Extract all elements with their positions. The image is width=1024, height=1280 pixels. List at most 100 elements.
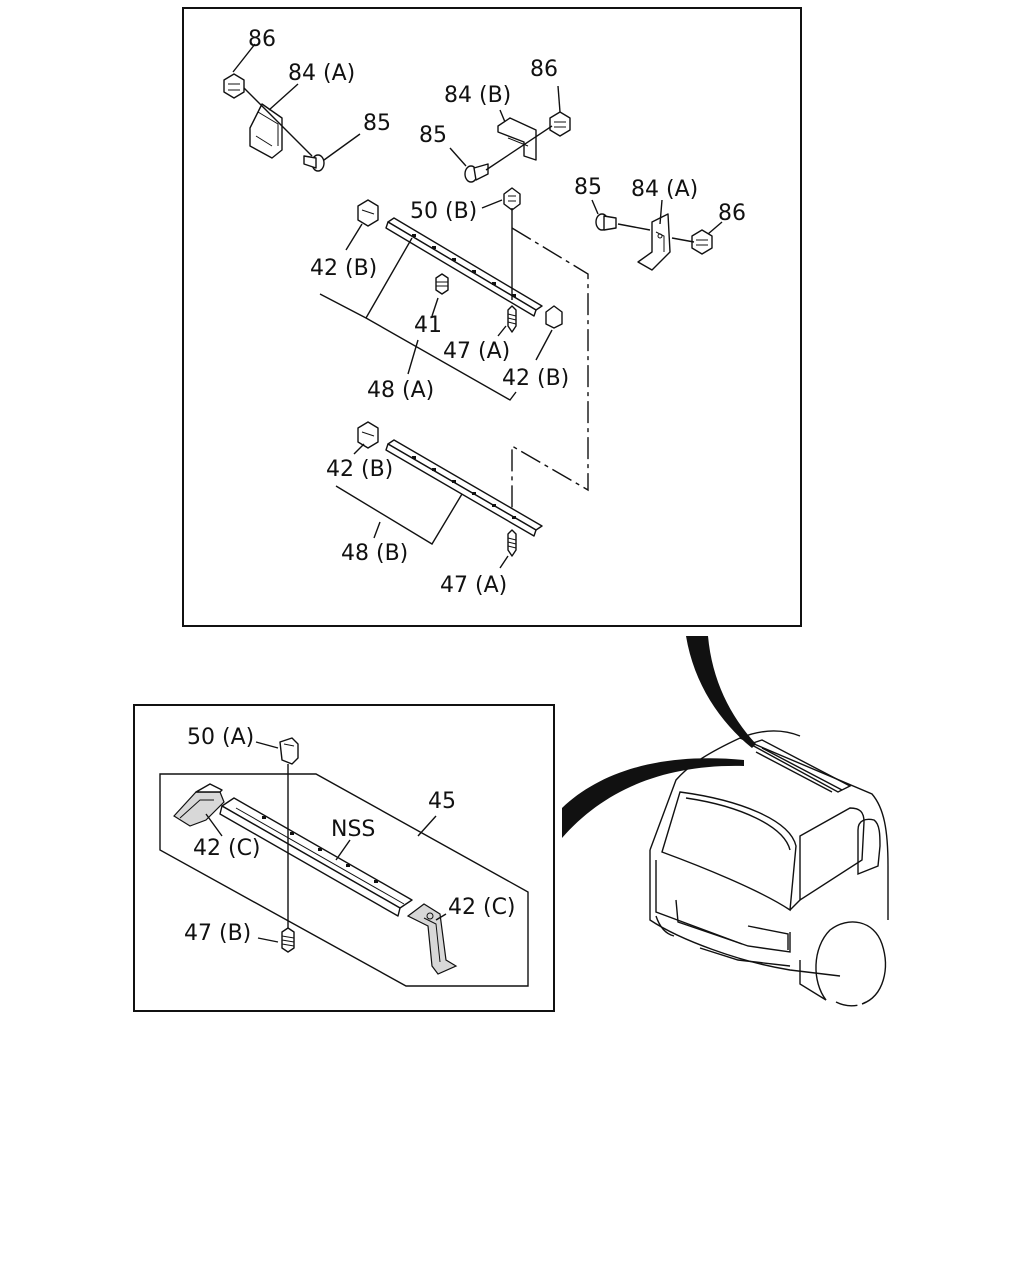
bottom-panel-frame xyxy=(133,704,555,1012)
leader-85-a xyxy=(323,133,361,161)
label-84a-b: 84 (A) xyxy=(631,177,698,202)
rail-48a xyxy=(385,217,543,317)
bracket-84a-right xyxy=(637,213,671,271)
screw-85-top-center xyxy=(464,163,489,183)
pointer-arrow-top xyxy=(686,636,756,748)
leader-84b xyxy=(499,109,506,123)
leader-42c-a xyxy=(205,813,223,837)
front-face xyxy=(649,850,841,977)
leader-86-c xyxy=(707,221,723,235)
leader-50b xyxy=(481,199,503,209)
label-42c-a: 42 (C) xyxy=(193,836,261,861)
label-48b: 48 (B) xyxy=(341,541,408,566)
leader-86-b xyxy=(557,85,561,113)
screw-85-right xyxy=(595,213,617,231)
guide-line-86-85 xyxy=(243,87,313,157)
leader-nss xyxy=(335,839,351,861)
label-85-b: 85 xyxy=(419,123,447,148)
leader-47a-b xyxy=(499,555,509,569)
bracket-84b xyxy=(497,117,537,161)
top-detail-panel: 86 84 (A) 85 84 (B) 86 85 85 84 (A) 86 5… xyxy=(182,7,802,627)
assembly-45-outline xyxy=(159,773,529,987)
screw-85-top-left xyxy=(303,154,325,172)
end-cap-42c-left xyxy=(173,783,225,827)
label-86-c: 86 xyxy=(718,201,746,226)
leader-48b xyxy=(373,521,381,539)
bracket-tick-48a-rail xyxy=(365,237,413,319)
label-42c-b: 42 (C) xyxy=(448,895,516,920)
leader-84a-a xyxy=(268,83,299,111)
corner-light xyxy=(655,915,675,937)
label-47a-b: 47 (A) xyxy=(440,573,507,598)
pillar xyxy=(789,899,801,911)
leader-42b-a xyxy=(345,223,363,251)
clip-42b-upper-left xyxy=(357,199,379,227)
label-42b-b: 42 (B) xyxy=(502,366,569,391)
label-86-b: 86 xyxy=(530,57,558,82)
rail-48b xyxy=(385,439,543,537)
wheel xyxy=(815,921,886,1005)
label-84a-a: 84 (A) xyxy=(288,61,355,86)
wheel-arch xyxy=(799,960,827,1001)
pointer-arrow-bottom xyxy=(562,758,744,838)
windshield xyxy=(661,791,797,912)
windshield-top-edge xyxy=(685,797,791,851)
label-42b-c: 42 (B) xyxy=(326,457,393,482)
guide-line-bracket-86 xyxy=(671,237,695,243)
screw-47b xyxy=(281,927,295,953)
clip-86-right xyxy=(691,229,713,255)
label-nss: NSS xyxy=(331,817,375,842)
leader-47b xyxy=(257,937,279,943)
label-48a: 48 (A) xyxy=(367,378,434,403)
screw-47a-lower xyxy=(507,529,517,557)
clip-86-top-center xyxy=(549,111,571,137)
label-45: 45 xyxy=(428,789,456,814)
clip-42b-lower xyxy=(357,421,379,449)
leader-85-c xyxy=(591,199,599,215)
clip-50a xyxy=(279,737,299,765)
guide-line-85-86-center xyxy=(485,125,553,171)
label-47b: 47 (B) xyxy=(184,921,251,946)
end-cap-42c-right xyxy=(406,903,458,975)
leader-84a-b xyxy=(659,199,663,225)
screw-47a-upper xyxy=(507,305,517,333)
leader-47a-a xyxy=(497,325,507,337)
leader-41 xyxy=(431,297,439,317)
roof-rail-outer xyxy=(748,739,852,793)
bottom-detail-panel: 50 (A) 45 NSS 42 (C) 42 (C) 47 (B) xyxy=(133,704,555,1012)
rail-nss xyxy=(219,797,413,917)
leader-86-a xyxy=(232,43,256,73)
nut-41 xyxy=(435,273,449,295)
guide-line-85-bracket xyxy=(617,223,651,231)
label-42b-a: 42 (B) xyxy=(310,256,377,281)
label-50b: 50 (B) xyxy=(410,199,477,224)
label-84b: 84 (B) xyxy=(444,83,511,108)
wheel-hidden-edge xyxy=(835,1001,867,1007)
leader-42c-b xyxy=(435,913,447,921)
clip-86-top-left xyxy=(223,73,245,99)
side-window-frame xyxy=(799,807,865,902)
headlight xyxy=(747,925,789,950)
truck-cab-illustration xyxy=(562,636,889,1007)
label-85-a: 85 xyxy=(363,111,391,136)
leader-42b-c xyxy=(353,443,365,455)
grille-left xyxy=(655,860,743,945)
bracket-84a-left xyxy=(249,103,283,159)
label-85-c: 85 xyxy=(574,175,602,200)
leader-85-b xyxy=(449,147,467,167)
grille-lower xyxy=(675,899,791,953)
bumper-line xyxy=(699,947,791,967)
bracket-line-48a xyxy=(319,293,517,401)
label-47a-a: 47 (A) xyxy=(443,339,510,364)
clip-50b xyxy=(503,187,521,211)
leader-45 xyxy=(417,815,437,837)
clip-42b-upper-right xyxy=(545,305,563,329)
label-41: 41 xyxy=(414,313,442,338)
label-86-a: 86 xyxy=(248,27,276,52)
route-line xyxy=(511,227,589,516)
roof-rail-inner xyxy=(755,747,843,793)
leader-50a xyxy=(255,741,279,749)
leader-42b-b xyxy=(535,329,553,361)
side-window xyxy=(857,818,881,876)
